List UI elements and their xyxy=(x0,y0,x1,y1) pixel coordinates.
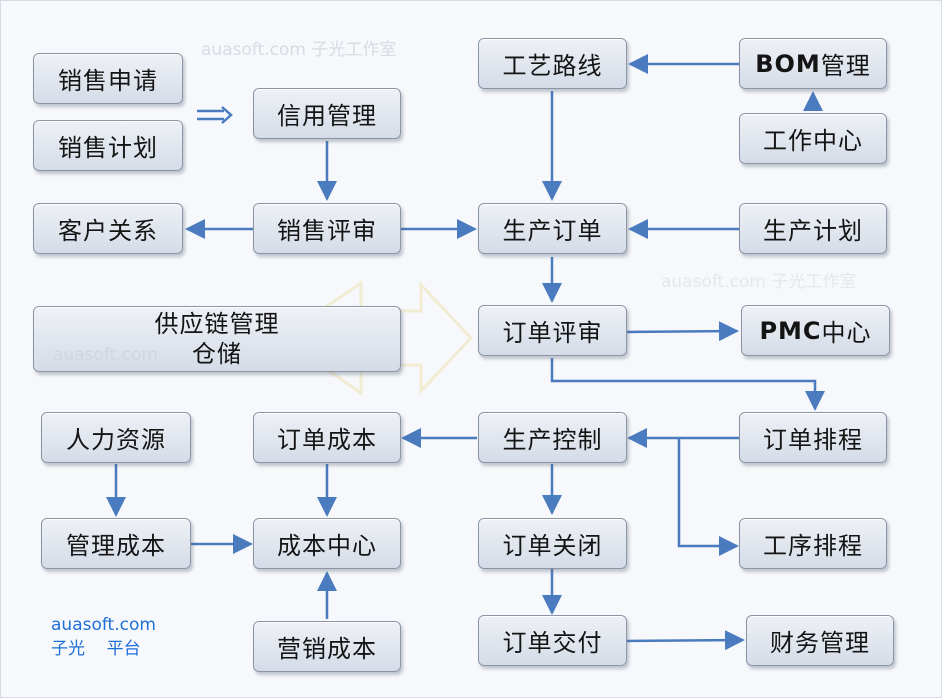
node-cost-center[interactable]: 成本中心 xyxy=(253,518,401,569)
node-sales-review[interactable]: 销售评审 xyxy=(253,203,401,254)
node-management-cost[interactable]: 管理成本 xyxy=(41,518,191,569)
node-label: 管理成本 xyxy=(66,532,166,560)
node-order-close[interactable]: 订单关闭 xyxy=(478,518,627,569)
node-label: 客户关系 xyxy=(58,217,158,245)
node-order-review[interactable]: 订单评审 xyxy=(478,305,627,356)
brand-footer: auasoft.com 子光 平台 xyxy=(51,613,156,661)
node-label: 人力资源 xyxy=(66,426,166,454)
brand-platform: 子光 平台 xyxy=(51,639,141,659)
node-production-plan[interactable]: 生产计划 xyxy=(739,203,887,254)
node-label: 订单成本 xyxy=(277,426,377,454)
node-label: 财务管理 xyxy=(770,629,870,657)
background-arrow-watermark-icon xyxy=(278,280,474,396)
watermark-left: auasoft.com xyxy=(53,345,158,365)
node-label: 工作中心 xyxy=(763,127,863,155)
node-label: 销售申请 xyxy=(58,67,158,95)
node-marketing-cost[interactable]: 营销成本 xyxy=(253,621,401,672)
node-label: 营销成本 xyxy=(277,635,377,663)
node-sales-plan[interactable]: 销售计划 xyxy=(33,120,183,171)
node-order-cost[interactable]: 订单成本 xyxy=(253,412,401,463)
node-customer-relations[interactable]: 客户关系 xyxy=(33,203,183,254)
double-arrow-sales-to-credit xyxy=(197,106,233,124)
node-label-prefix: PMC xyxy=(759,316,822,345)
node-label: 工艺路线 xyxy=(502,52,603,80)
node-label: 订单关闭 xyxy=(502,532,603,560)
watermark-right: auasoft.com 子光工作室 xyxy=(661,272,857,292)
node-label: 销售评审 xyxy=(277,217,377,245)
node-credit-management[interactable]: 信用管理 xyxy=(253,88,401,139)
node-label: 订单评审 xyxy=(502,319,603,347)
arrow-delivery-to-finance xyxy=(626,630,745,651)
node-order-scheduling[interactable]: 订单排程 xyxy=(739,412,887,463)
node-label: 信用管理 xyxy=(277,102,377,130)
node-label: 订单排程 xyxy=(763,426,863,454)
node-label: 销售计划 xyxy=(58,134,158,162)
node-process-route[interactable]: 工艺路线 xyxy=(478,38,627,89)
node-order-delivery[interactable]: 订单交付 xyxy=(478,615,627,666)
arrow-review-to-pmc xyxy=(626,321,739,342)
node-label-suffix: 管理 xyxy=(820,52,871,80)
node-finance-management[interactable]: 财务管理 xyxy=(746,615,894,666)
node-label: 成本中心 xyxy=(277,532,377,560)
node-label: 订单交付 xyxy=(502,629,603,657)
node-label: 生产订单 xyxy=(502,217,603,245)
node-operation-scheduling[interactable]: 工序排程 xyxy=(739,518,887,569)
node-supply-chain-storage[interactable]: 供应链管理 仓储 xyxy=(33,306,401,372)
node-label: 生产控制 xyxy=(502,426,603,454)
node-label-line1: 供应链管理 xyxy=(154,310,280,338)
watermark-top: auasoft.com 子光工作室 xyxy=(201,40,397,60)
node-label-prefix: BOM xyxy=(755,49,821,78)
node-production-order[interactable]: 生产订单 xyxy=(478,203,627,254)
arrow-control-to-op-sched xyxy=(677,438,739,556)
node-human-resources[interactable]: 人力资源 xyxy=(41,412,191,463)
node-label: 生产计划 xyxy=(763,217,863,245)
node-work-center[interactable]: 工作中心 xyxy=(739,113,887,164)
node-label-line2: 仓储 xyxy=(192,340,242,368)
brand-url: auasoft.com xyxy=(51,615,156,635)
arrow-review-to-order-sched xyxy=(550,358,825,411)
node-production-control[interactable]: 生产控制 xyxy=(478,412,627,463)
node-label-suffix: 中心 xyxy=(821,319,872,347)
node-label: 工序排程 xyxy=(763,532,863,560)
node-sales-apply[interactable]: 销售申请 xyxy=(33,53,183,104)
